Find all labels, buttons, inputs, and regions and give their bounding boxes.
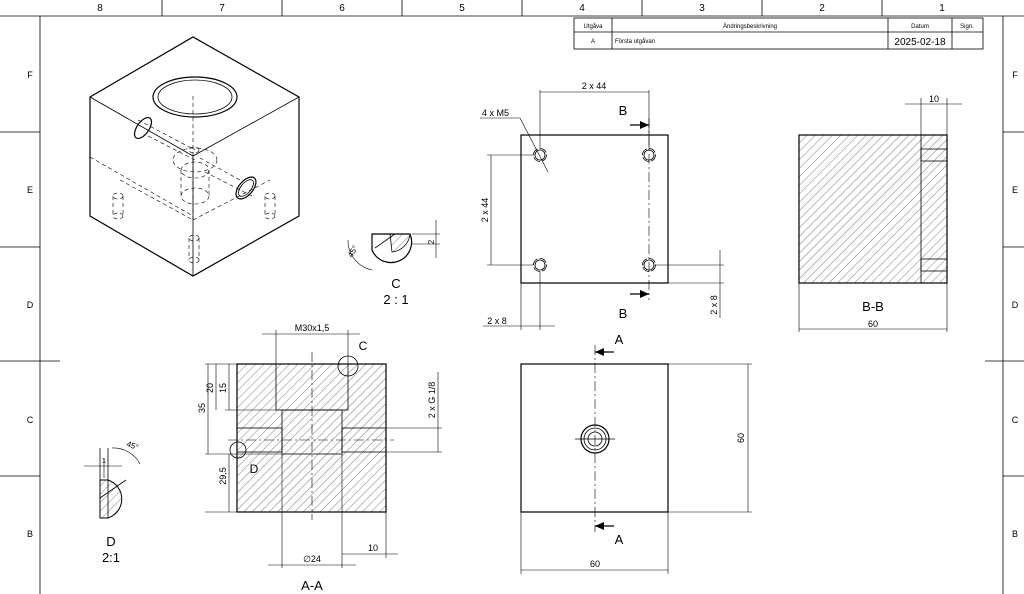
zone-row-label: E — [27, 185, 33, 195]
zone-row-labels: F E D C B F E D C B — [27, 70, 1019, 539]
section-aa-dim-15: 15 — [218, 383, 228, 393]
top-spacing-vertical: 2 x 44 — [480, 198, 490, 223]
top-view: B B 2 x 44 2 x 44 4 x M5 2 x 8 2 x 8 — [480, 81, 724, 330]
rev-header-issue: Utgåva — [583, 23, 603, 30]
rev-header-description: Ändringsbeskrivning — [723, 23, 777, 30]
zone-row-label: E — [1012, 185, 1018, 195]
top-thread-note: 4 x M5 — [482, 108, 509, 118]
section-aa-diameter: ∅24 — [303, 554, 321, 564]
zone-row-label: C — [27, 415, 34, 425]
zone-row-label: F — [1012, 70, 1018, 80]
section-aa-dim-10: 10 — [368, 543, 378, 553]
zone-col-label: 1 — [939, 3, 945, 14]
zone-column-labels: 8 7 6 5 4 3 2 1 — [97, 3, 945, 14]
section-aa-title: A-A — [301, 578, 323, 593]
detail-c-name: C — [391, 276, 400, 291]
section-bb-depth: 10 — [929, 94, 939, 104]
zone-col-label: 7 — [219, 3, 225, 14]
rev-header-date: Datum — [911, 24, 929, 30]
top-section-marker-upper: B — [619, 103, 628, 118]
zone-row-label: D — [27, 300, 34, 310]
front-section-marker-upper: A — [615, 332, 624, 347]
zone-col-label: 4 — [579, 3, 585, 14]
revision-table: Utgåva Ändringsbeskrivning Datum Sign. A… — [573, 17, 984, 50]
detail-c-view: 45° 2 C 2 : 1 — [346, 220, 440, 307]
detail-d-scale: 2:1 — [102, 550, 120, 565]
front-view: A A 60 60 — [520, 332, 752, 574]
section-aa-dim-35: 35 — [197, 403, 207, 413]
section-aa-dim-20: 20 — [205, 383, 215, 393]
rev-description: Första utgåvan — [615, 38, 655, 45]
top-section-marker-lower: B — [619, 306, 628, 321]
top-edge-offset-horizontal: 2 x 8 — [487, 316, 507, 326]
zone-col-label: 8 — [97, 3, 103, 14]
detail-c-depth: 2 — [427, 239, 436, 244]
front-width: 60 — [590, 559, 600, 569]
zone-row-label: B — [1012, 529, 1018, 539]
top-spacing-horizontal: 2 x 44 — [582, 81, 607, 91]
zone-col-label: 3 — [699, 3, 705, 14]
section-aa-view: C D M30x1,5 15 20 35 29,5 2 x G 1/8 ∅24 … — [197, 323, 442, 593]
zone-row-label: D — [1012, 300, 1019, 310]
zone-row-label: B — [27, 529, 33, 539]
front-height: 60 — [736, 433, 746, 443]
detail-d-view: 45° 1 D 2:1 — [84, 439, 141, 565]
section-bb-width: 60 — [868, 319, 878, 329]
section-aa-dim-29-5: 29,5 — [218, 467, 228, 485]
zone-row-label: C — [1012, 415, 1019, 425]
section-bb-view: 10 B-B 60 — [798, 94, 962, 332]
front-section-marker-lower: A — [615, 532, 624, 547]
detail-d-angle: 45° — [125, 439, 139, 452]
rev-header-sign: Sign. — [960, 24, 974, 30]
section-aa-detail-d: D — [250, 462, 259, 476]
detail-c-scale: 2 : 1 — [383, 292, 408, 307]
zone-col-label: 6 — [339, 3, 345, 14]
section-bb-title: B-B — [862, 299, 884, 314]
section-aa-top-thread: M30x1,5 — [295, 323, 330, 333]
rev-issue: A — [591, 39, 595, 45]
section-aa-side-thread: 2 x G 1/8 — [427, 382, 437, 419]
zone-col-label: 5 — [459, 3, 465, 14]
detail-d-depth: 1 — [102, 458, 106, 465]
rev-date: 2025-02-18 — [894, 37, 946, 48]
detail-d-name: D — [106, 534, 115, 549]
isometric-view — [89, 36, 300, 277]
zone-col-label: 2 — [819, 3, 825, 14]
zone-row-label: F — [27, 70, 33, 80]
top-edge-offset-vertical: 2 x 8 — [709, 295, 719, 315]
section-aa-detail-c: C — [359, 339, 368, 353]
